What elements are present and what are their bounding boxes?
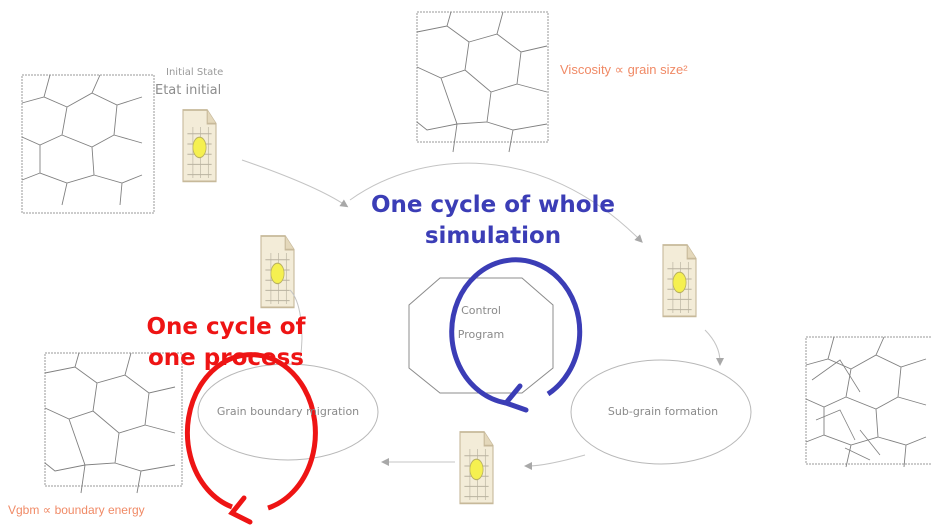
process-cycle-annotation: One cycle of one process bbox=[118, 312, 334, 374]
file-icon bbox=[459, 431, 494, 505]
gbm-ellipse bbox=[197, 363, 379, 461]
process-cycle-line1: One cycle of bbox=[146, 314, 306, 340]
control-label-line2: Program bbox=[457, 328, 505, 341]
process-cycle-line2: one process bbox=[147, 345, 304, 371]
gbm-grain-image bbox=[44, 352, 183, 494]
control-label-line1: Control bbox=[461, 304, 501, 317]
process-cycle-loop bbox=[184, 352, 318, 525]
vgbm-label: Vgbm ∝ boundary energy bbox=[8, 503, 145, 517]
initial-grain-image bbox=[21, 74, 155, 214]
etat-initial-label: Etat initial bbox=[155, 83, 222, 98]
file-icon bbox=[662, 244, 697, 318]
file-icon bbox=[260, 235, 295, 309]
viscosity-label: Viscosity ∝ grain size² bbox=[560, 62, 688, 77]
subgrain-node-label: Sub-grain formation bbox=[607, 405, 719, 418]
whole-cycle-annotation: One cycle of whole simulation bbox=[338, 190, 648, 252]
initial-state-label: Initial State bbox=[166, 67, 224, 78]
subgrain-grain-image bbox=[805, 336, 932, 468]
whole-cycle-line2: simulation bbox=[424, 223, 562, 249]
control-program-box bbox=[408, 277, 554, 394]
viscosity-grain-image bbox=[416, 11, 549, 153]
subgrain-ellipse bbox=[570, 359, 752, 465]
whole-cycle-loop bbox=[449, 257, 583, 413]
whole-cycle-line1: One cycle of whole bbox=[370, 192, 615, 218]
file-icon bbox=[182, 109, 217, 183]
gbm-node-label: Grain boundary migration bbox=[216, 405, 360, 418]
